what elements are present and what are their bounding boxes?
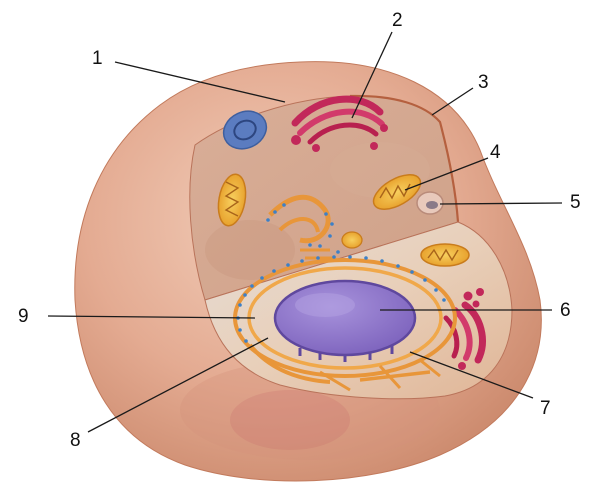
- label-3: 3: [478, 72, 489, 93]
- label-6: 6: [560, 300, 571, 321]
- label-7: 7: [540, 398, 551, 419]
- label-8: 8: [70, 430, 81, 451]
- vesicle: [417, 192, 443, 214]
- label-2: 2: [392, 10, 403, 31]
- mitochondrion-small: [342, 232, 362, 248]
- mitochondrion-right: [421, 244, 469, 266]
- label-4: 4: [490, 142, 501, 163]
- label-1: 1: [92, 48, 103, 69]
- label-5: 5: [570, 192, 581, 213]
- label-9: 9: [18, 306, 29, 327]
